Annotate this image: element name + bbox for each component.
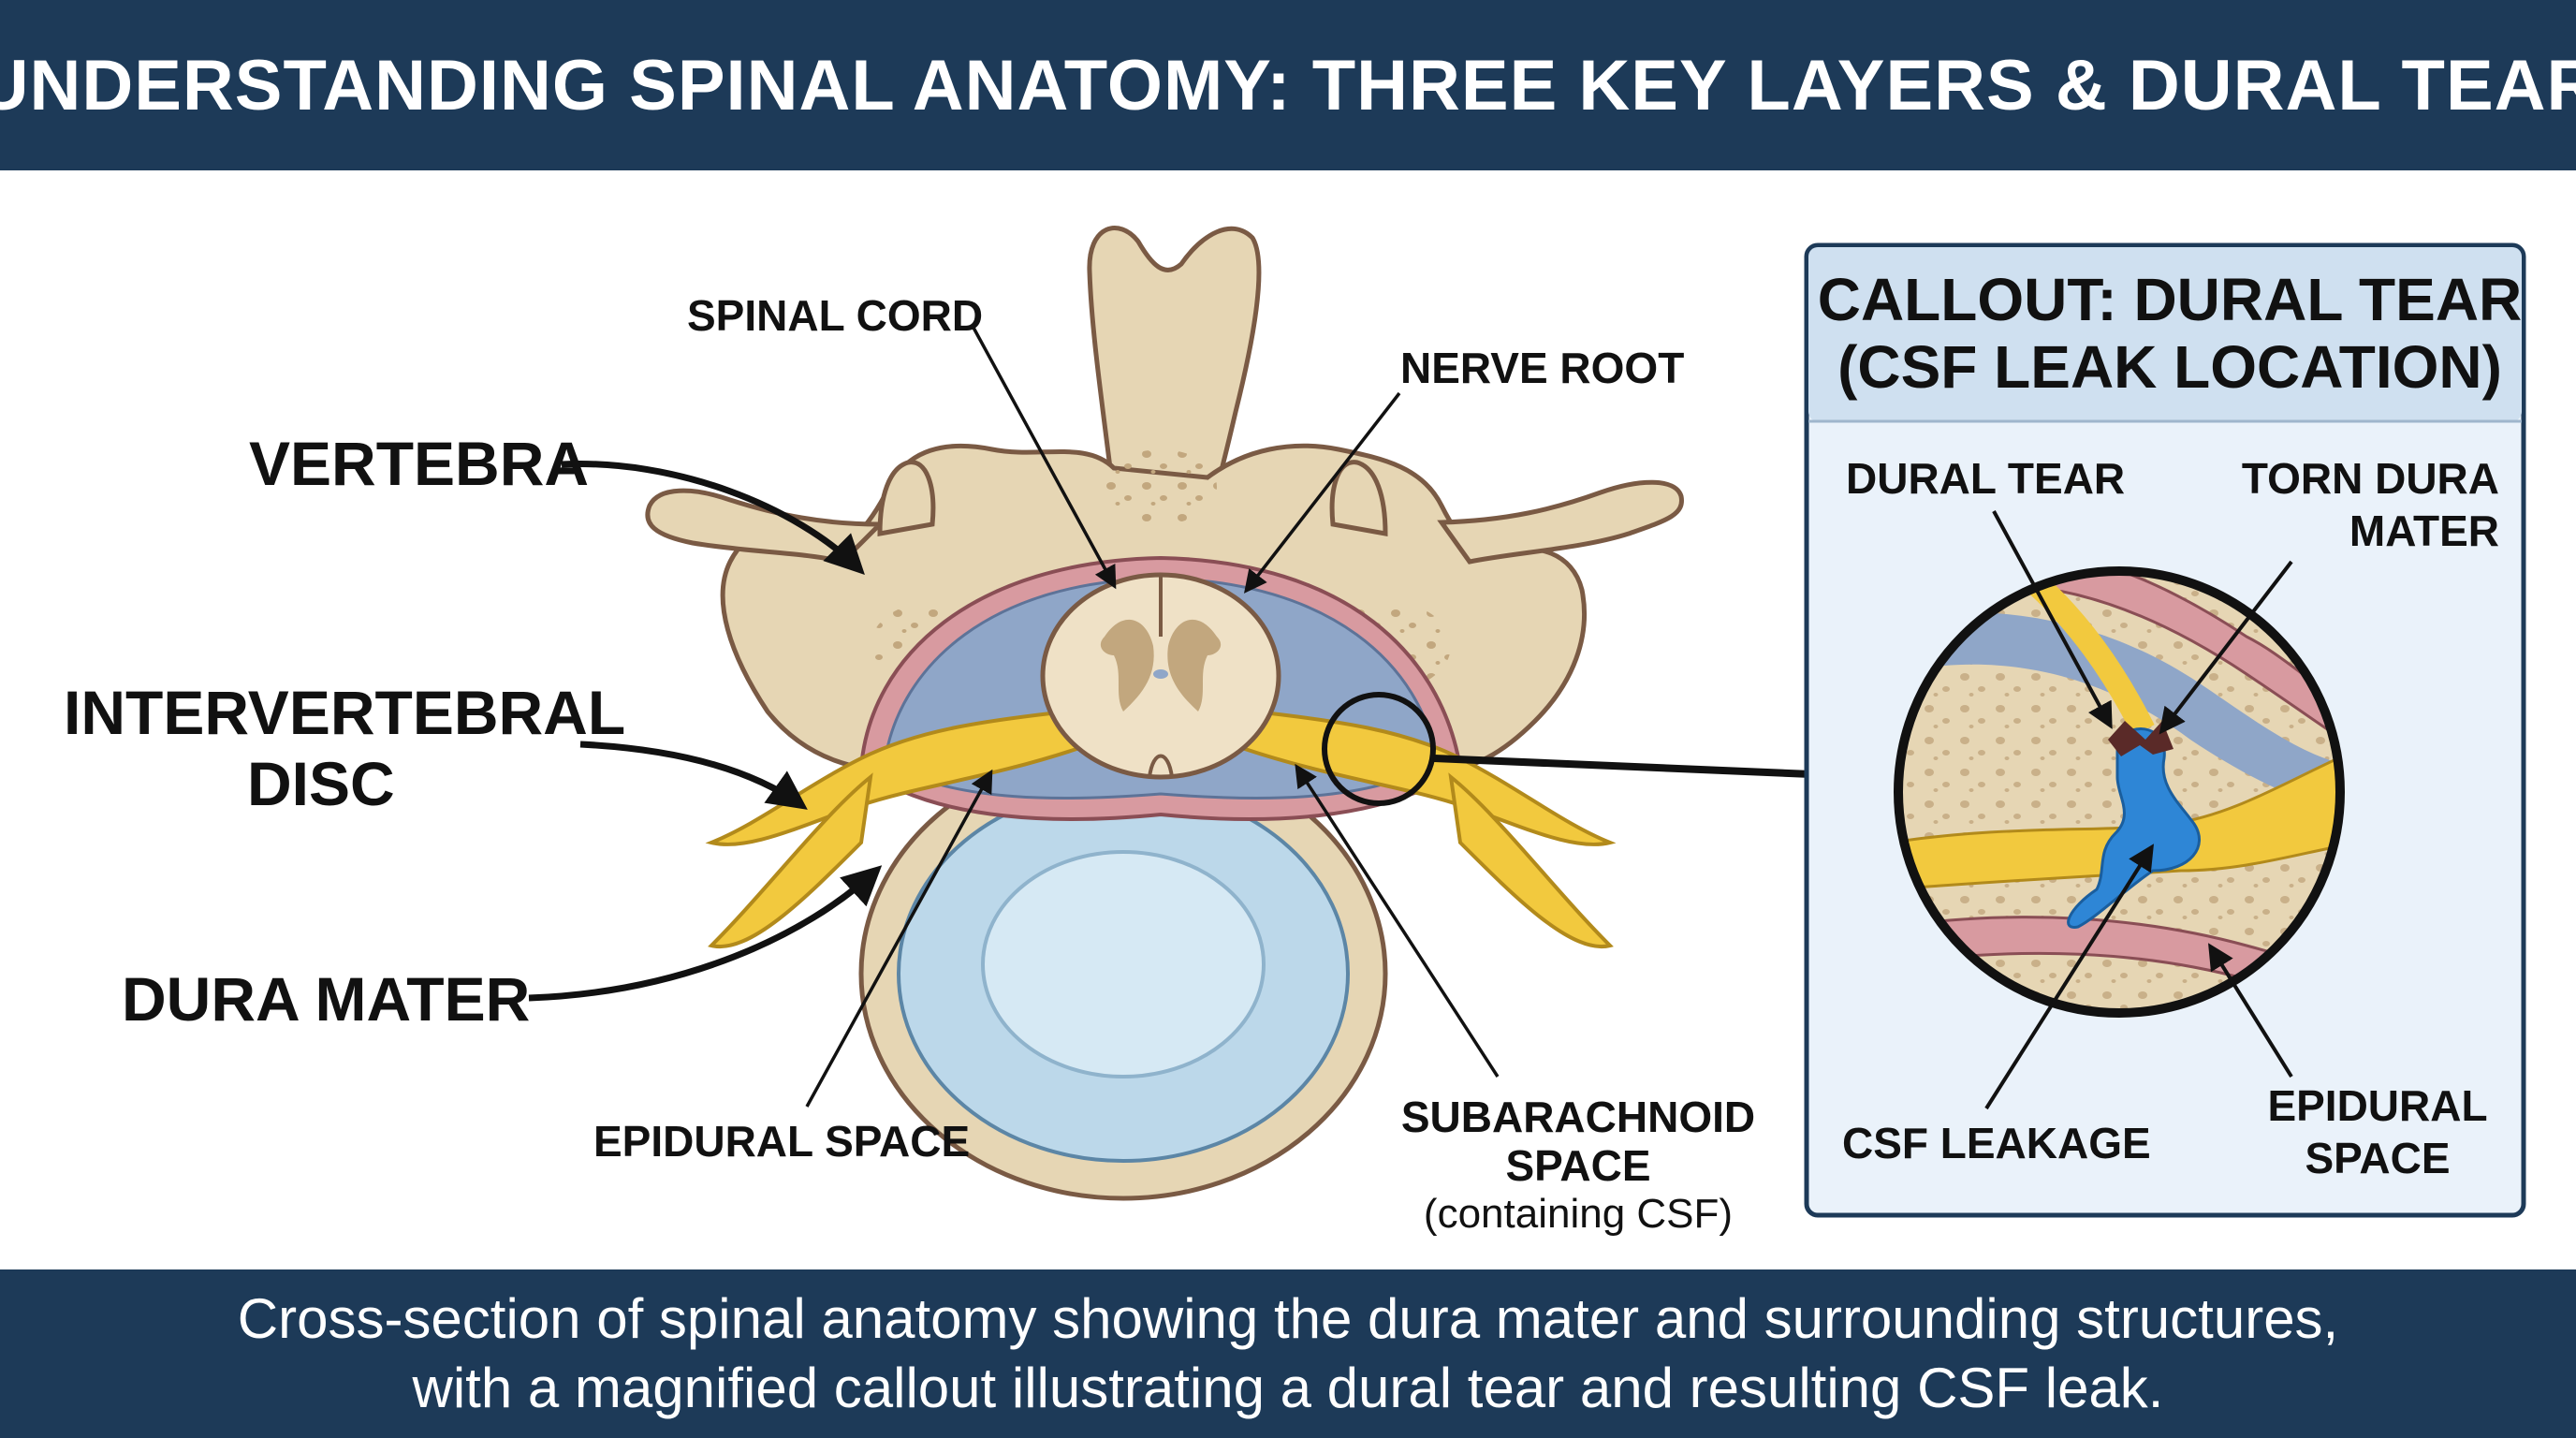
tear-marker-circle	[1322, 692, 1436, 806]
caption-bar: Cross-section of spinal anatomy showing …	[0, 1269, 2576, 1438]
disc-arrow	[579, 741, 808, 810]
caption-line-2: with a magnified callout illustrating a …	[412, 1357, 2164, 1419]
callout-label-dural-tear: DURAL TEAR	[1846, 454, 2126, 503]
spinal-cord-pointer	[972, 327, 1117, 590]
label-containing-csf: (containing CSF)	[1423, 1191, 1734, 1237]
epidural-space-pointer	[2208, 943, 2293, 1078]
dural-tear-pointer	[1992, 510, 2113, 729]
callout-label-epidural: EPIDURAL	[2267, 1081, 2488, 1130]
intervertebral-disc	[897, 785, 1350, 1163]
dura-arrow	[528, 865, 883, 1002]
callout-label-csf-leakage: CSF LEAKAGE	[1842, 1119, 2151, 1167]
caption-line-1: Cross-section of spinal anatomy showing …	[237, 1287, 2339, 1350]
csf-leakage-pointer	[1984, 844, 2154, 1110]
label-nerve-root: NERVE ROOT	[1400, 344, 1685, 392]
label-vertebra: VERTEBRA	[249, 429, 590, 498]
label-spinal-cord: SPINAL CORD	[687, 291, 984, 340]
label-disc: DISC	[247, 749, 395, 818]
callout-title-line1: CALLOUT: DURAL TEAR	[1817, 266, 2523, 333]
torn-dura-pointer	[2159, 560, 2293, 735]
label-intervertebral: INTERVERTEBRAL	[64, 678, 626, 747]
subarachnoid-pointer	[1295, 763, 1500, 1078]
epidural-pointer	[805, 769, 993, 1108]
vertebra-arrow	[561, 461, 865, 575]
label-epidural-space: EPIDURAL SPACE	[593, 1117, 971, 1166]
callout-label-space: SPACE	[2305, 1134, 2451, 1182]
callout-label-mater: MATER	[2349, 506, 2499, 555]
callout-label-torn-dura: TORN DURA	[2241, 454, 2499, 503]
nerve-root-pointer	[1243, 391, 1401, 594]
spinal-cord	[1040, 572, 1281, 780]
header-bar: UNDERSTANDING SPINAL ANATOMY: THREE KEY …	[0, 0, 2576, 170]
magnified-view	[1894, 566, 2345, 1018]
callout-link-arrow	[1433, 753, 1887, 799]
page-title: UNDERSTANDING SPINAL ANATOMY: THREE KEY …	[0, 45, 2576, 125]
label-subarachnoid: SUBARACHNOID	[1400, 1093, 1756, 1141]
label-subarachnoid-space: SPACE	[1505, 1141, 1651, 1190]
callout-title-line2: (CSF LEAK LOCATION)	[1837, 333, 2502, 401]
label-dura-mater: DURA MATER	[122, 964, 531, 1034]
